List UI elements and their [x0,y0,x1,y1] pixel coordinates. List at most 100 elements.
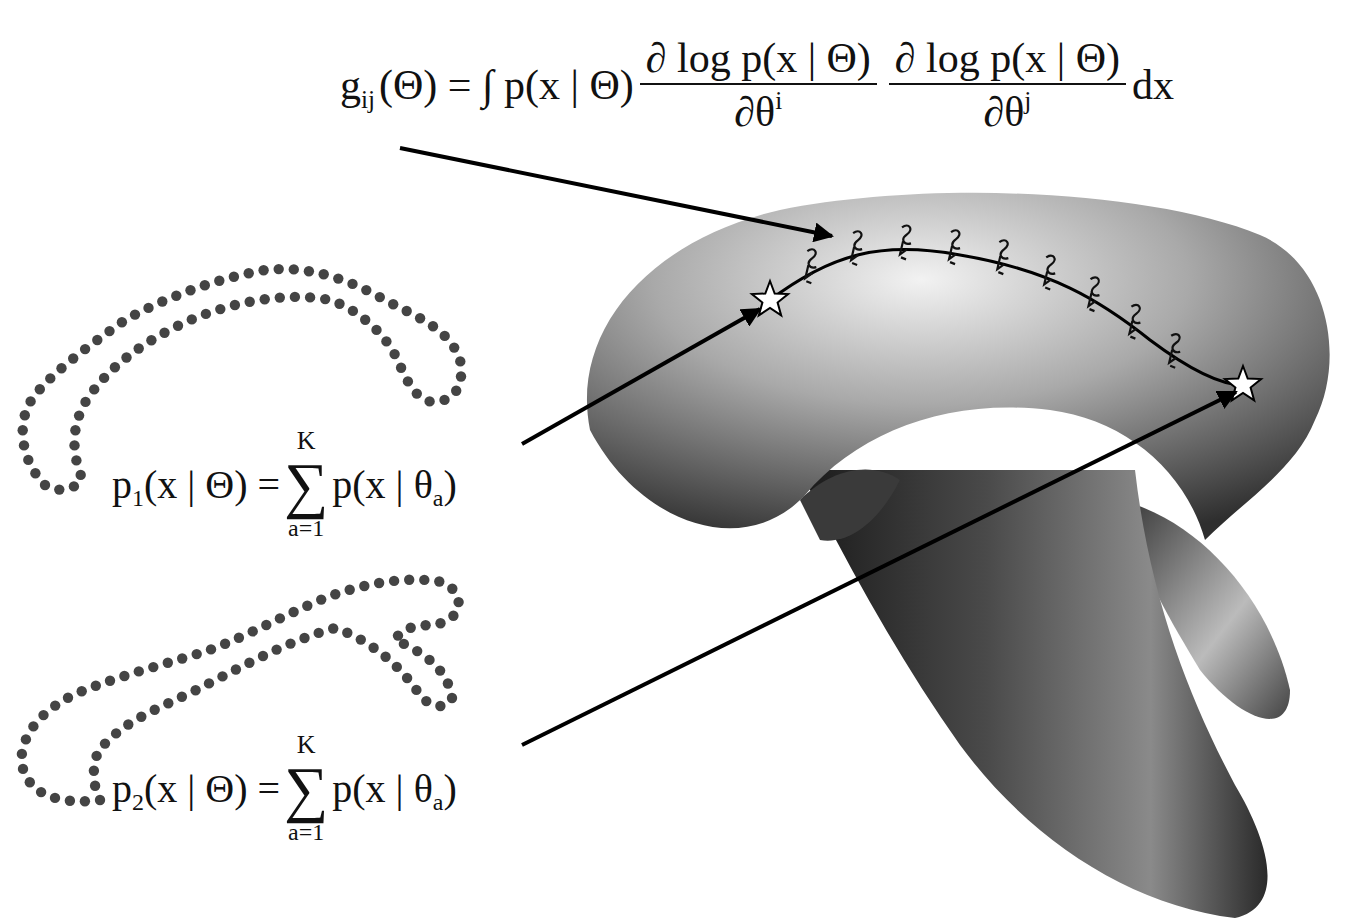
data-point [289,264,299,274]
data-point [177,692,187,702]
data-point [134,343,144,353]
data-point [18,764,28,774]
data-point [157,296,167,306]
data-point [319,269,329,279]
data-point [424,655,434,665]
data-point [412,646,422,656]
sum-upper-limit: K [297,732,316,758]
data-point [136,712,146,722]
data-point [448,611,458,621]
data-point [159,328,169,338]
formula-index: a [433,485,444,511]
data-point [215,304,225,314]
data-point [17,749,27,759]
data-point [415,313,425,323]
formula-text: ) [443,462,456,507]
frame-glyph [1044,256,1055,290]
data-point [50,700,60,710]
derivative-symbol: ∂θj [983,89,1031,135]
data-point [435,618,445,628]
data-point [163,698,173,708]
data-point [342,628,352,638]
data-point [381,336,391,346]
denominator: ∂θi [734,85,782,135]
data-point [123,719,133,729]
summation: K∑a=1 [284,428,328,540]
data-point [38,710,48,720]
data-point [91,751,101,761]
data-point [245,297,255,307]
data-point [456,371,466,381]
data-point [56,363,66,373]
geodesic-curve [770,249,1243,385]
data-point [304,266,314,276]
data-point [435,665,445,675]
data-point [69,481,79,491]
data-point [177,653,187,663]
data-point [200,280,210,290]
derivative-symbol: ∂θi [734,89,782,135]
fraction: ∂ log p(x | Θ) ∂θi [640,35,877,135]
data-point [110,362,120,372]
data-point [388,299,398,309]
data-point [371,325,381,335]
data-point [206,644,216,654]
data-point [65,796,75,806]
data-point [23,455,33,465]
denominator: ∂θj [983,85,1031,135]
data-point [275,613,285,623]
data-point [171,291,181,301]
data-point [288,607,298,617]
data-point [220,639,230,649]
data-point [21,734,31,744]
data-point [347,279,357,289]
data-point [71,455,81,465]
formula-text: (x | Θ) = [144,765,280,812]
data-point [443,678,453,688]
data-point [230,300,240,310]
data-point [146,335,156,345]
data-point [447,584,457,594]
numerator: ∂ log p(x | Θ) [889,35,1126,85]
data-point [439,395,449,405]
density-symbol: p2 [112,765,144,812]
frame-glyph [805,249,816,283]
data-point [261,620,271,630]
data-point [356,634,366,644]
data-point [396,363,406,373]
data-point [375,292,385,302]
data-point [428,321,438,331]
data-point [290,292,300,302]
data-point [63,693,73,703]
formula-text: ∂θ [734,89,775,135]
data-point [40,480,50,490]
data-point [248,626,258,636]
formula-index: 1 [132,485,144,511]
data-point [328,623,338,633]
data-point [111,728,121,738]
data-point [359,581,369,591]
data-point [20,410,30,420]
data-point [389,576,399,586]
data-point [411,685,421,695]
data-point [50,793,60,803]
fraction: ∂ log p(x | Θ) ∂θj [889,35,1126,135]
formula-index: i [775,87,782,114]
data-point [74,410,84,420]
data-point [234,633,244,643]
formula-text: ∂ log p(x | Θ) [646,35,871,81]
data-point [330,589,340,599]
formula-text: dx [1132,61,1174,109]
leader-line [400,148,832,236]
data-point [421,696,431,706]
data-point [25,396,35,406]
data-point [68,353,78,363]
data-point [447,693,457,703]
data-point [320,294,330,304]
data-point [18,425,28,435]
formula-text: ∂ log p(x | Θ) [895,35,1120,81]
frame-glyph [1088,277,1099,311]
data-point [314,628,324,638]
data-point [440,331,450,341]
data-point [406,623,416,633]
